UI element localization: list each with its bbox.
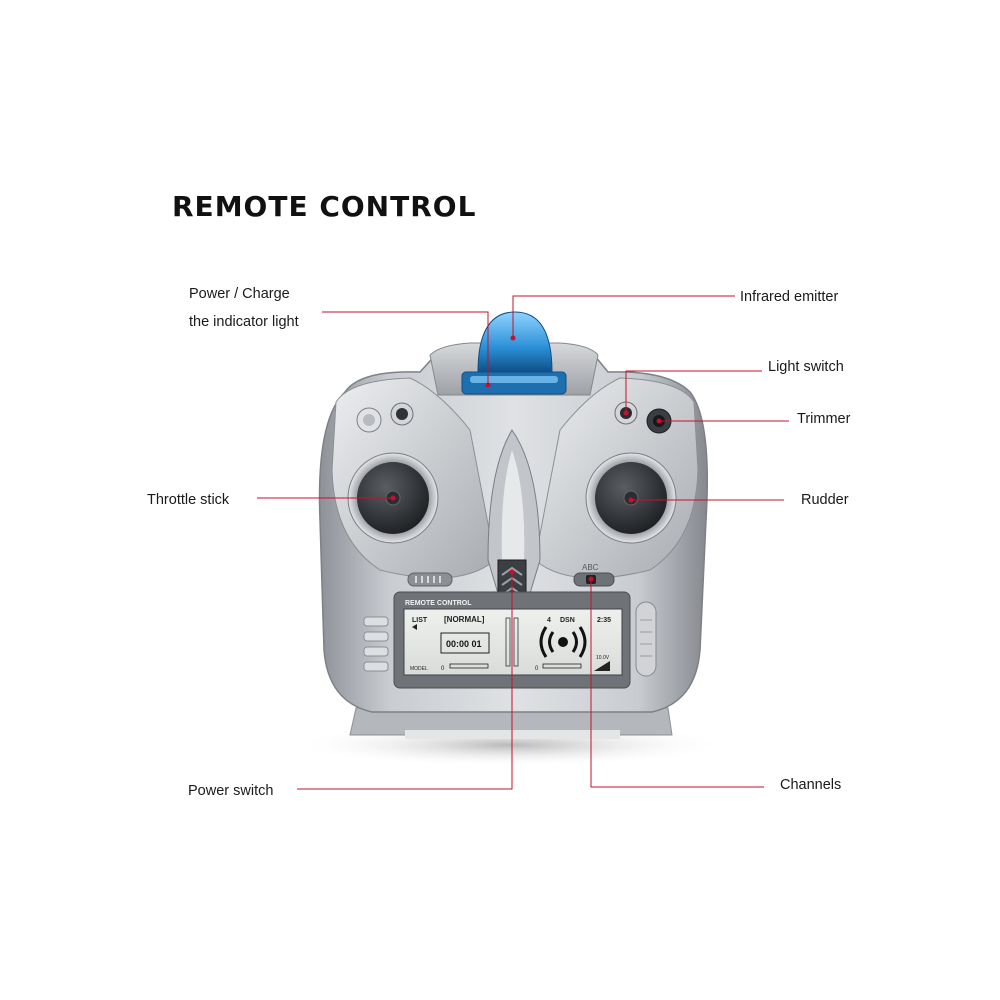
leader-channels — [590, 579, 764, 788]
leader-light-switch — [625, 370, 762, 413]
side-capsule — [635, 601, 657, 677]
channel-switch-marking: ABC — [582, 563, 599, 572]
diagram-title: REMOTE CONTROL — [172, 190, 477, 223]
lcd-channel-mode: DSN — [560, 617, 575, 624]
label-power-charge-line1: Power / Charge — [189, 286, 290, 302]
lcd-timer: 00:00 01 — [446, 639, 482, 649]
label-rudder: Rudder — [801, 492, 849, 508]
lcd-mode: [NORMAL] — [444, 615, 485, 624]
label-trimmer: Trimmer — [797, 411, 851, 427]
lcd-header: REMOTE CONTROL — [405, 600, 472, 607]
lcd-channel-number: 4 — [547, 617, 551, 624]
leader-infrared-emitter — [512, 295, 735, 338]
lcd-model-label: MODEL — [410, 666, 428, 672]
leader-dots — [390, 335, 662, 582]
lcd-clock: 2:35 — [597, 617, 611, 624]
battery-level-icon — [594, 661, 610, 671]
lcd-timer-box — [440, 632, 490, 654]
label-power-charge-line2: the indicator light — [189, 314, 299, 330]
label-infrared-emitter: Infrared emitter — [740, 289, 839, 305]
leader-power-switch — [297, 572, 513, 790]
lcd-screen — [403, 608, 623, 676]
leader-lines — [257, 295, 789, 790]
side-button-1 — [363, 616, 389, 627]
lcd-zero-left: 0 — [441, 666, 445, 672]
label-channels: Channels — [780, 777, 842, 793]
side-button-2 — [363, 631, 389, 642]
infrared-emitter-dome — [477, 311, 553, 373]
lcd-list-tag: LIST — [412, 617, 428, 624]
side-button-3 — [363, 646, 389, 657]
side-button-4 — [363, 661, 389, 672]
left-trim-slot — [407, 572, 453, 587]
lcd-voltage: 10.0V — [596, 655, 610, 661]
signal-icon — [539, 626, 587, 658]
label-power-switch: Power switch — [188, 783, 274, 799]
label-light-switch: Light switch — [768, 359, 844, 375]
lcd-zero-right: 0 — [535, 666, 539, 672]
leader-power-charge — [322, 311, 489, 385]
label-throttle-stick: Throttle stick — [147, 492, 230, 508]
